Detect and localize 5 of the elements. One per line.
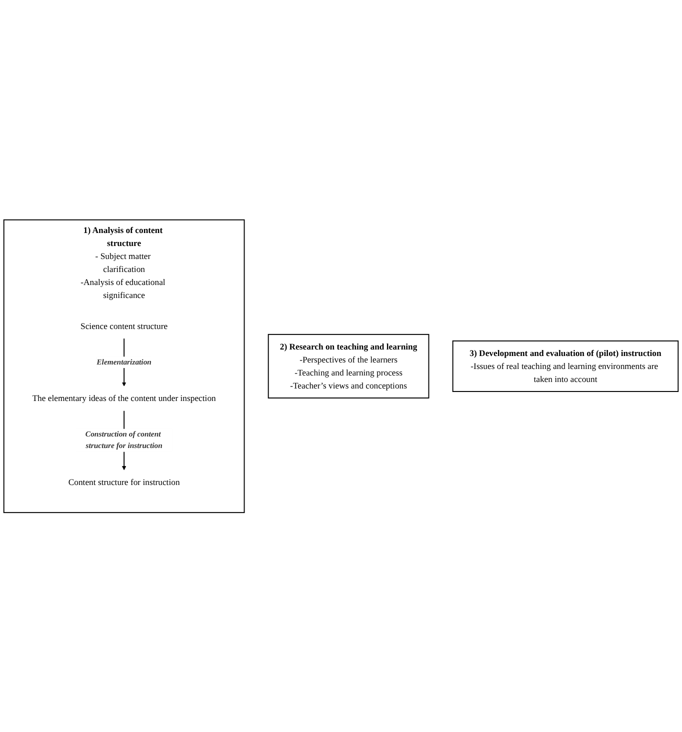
node-text: Content structure for instruction bbox=[68, 476, 180, 487]
node-text: Science content structure bbox=[80, 320, 168, 331]
node-box: 3) Development and evaluation of (pilot) instruction -Issues of real teaching and learning environments are taken into account bbox=[452, 340, 679, 392]
node-text: The elementary ideas of the content under inspection bbox=[32, 393, 216, 403]
node-box: 2) Research on teaching and learning -Perspectives of the learners -Teaching and learning process -Teacher’s views and conceptions bbox=[268, 334, 430, 398]
